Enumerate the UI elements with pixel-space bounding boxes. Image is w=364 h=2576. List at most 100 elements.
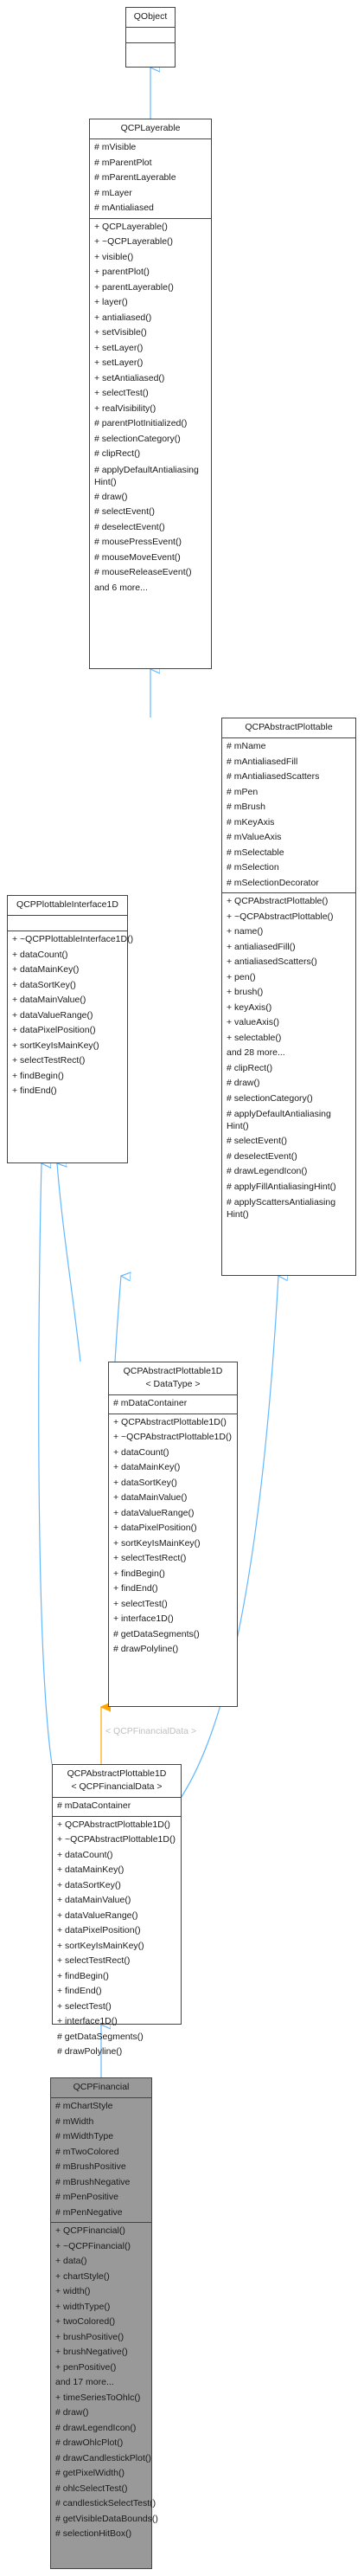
- method-row[interactable]: # drawPolyline(): [113, 1644, 179, 1654]
- attribute-row[interactable]: # mSelectable: [227, 847, 284, 858]
- method-row[interactable]: + QCPAbstractPlottable(): [227, 896, 329, 906]
- method-row[interactable]: + valueAxis(): [227, 1017, 279, 1027]
- attribute-row[interactable]: # mChartStyle: [55, 2101, 113, 2111]
- method-row[interactable]: + name(): [227, 926, 264, 937]
- method-row[interactable]: # ohlcSelectTest(): [55, 2483, 128, 2494]
- method-row[interactable]: + width(): [55, 2286, 91, 2296]
- method-row[interactable]: + dataMainValue(): [12, 995, 86, 1005]
- method-row[interactable]: # selectionHitBox(): [55, 2528, 132, 2539]
- method-row[interactable]: + sortKeyIsMainKey(): [57, 1940, 144, 1951]
- method-row[interactable]: # deselectEvent(): [94, 521, 165, 532]
- method-row[interactable]: and 17 more...: [55, 2377, 114, 2387]
- method-row[interactable]: + setAntialiased(): [94, 372, 165, 383]
- method-row[interactable]: + dataPixelPosition(): [12, 1025, 96, 1035]
- method-row[interactable]: + ~QCPLayerable(): [94, 236, 174, 247]
- method-row[interactable]: + findEnd(): [113, 1583, 158, 1594]
- method-row[interactable]: + pen(): [227, 971, 256, 982]
- method-row[interactable]: # selectEvent(): [227, 1136, 288, 1146]
- method-row[interactable]: # selectionCategory(): [94, 433, 181, 444]
- attribute-row[interactable]: # mValueAxis: [227, 832, 282, 842]
- method-row[interactable]: + setLayer(): [94, 342, 144, 353]
- attribute-row[interactable]: # mTwoColored: [55, 2146, 119, 2157]
- attribute-row[interactable]: # mParentLayerable: [94, 172, 176, 183]
- method-row[interactable]: + dataValueRange(): [113, 1507, 195, 1518]
- class-node-qcplayerable[interactable]: QCPLayerable # mVisible# mParentPlot# mP…: [89, 119, 212, 669]
- attribute-row[interactable]: # mAntialiased: [94, 203, 154, 213]
- attribute-row[interactable]: # mParentPlot: [94, 157, 152, 168]
- method-row[interactable]: + twoColored(): [55, 2316, 116, 2327]
- method-row[interactable]: + setVisible(): [94, 327, 147, 338]
- method-row[interactable]: + ~QCPAbstractPlottable(): [227, 911, 334, 922]
- method-row[interactable]: # draw(): [227, 1078, 260, 1088]
- attribute-row[interactable]: # mPen: [227, 786, 259, 797]
- attribute-row[interactable]: # mPenPositive: [55, 2192, 118, 2202]
- method-row[interactable]: + QCPAbstractPlottable1D(): [57, 1819, 170, 1830]
- method-row[interactable]: + brushNegative(): [55, 2347, 128, 2357]
- attribute-row[interactable]: # mKeyAxis: [227, 816, 275, 828]
- class-node-qcpfinancial[interactable]: QCPFinancial # mChartStyle# mWidth# mWid…: [50, 2077, 158, 2569]
- method-row[interactable]: + dataMainKey(): [12, 964, 80, 975]
- method-row[interactable]: + dataCount(): [57, 1849, 113, 1860]
- method-row[interactable]: # getDataSegments(): [57, 2031, 144, 2042]
- method-row[interactable]: # candlestickSelectTest(): [55, 2498, 156, 2508]
- method-row[interactable]: + dataMainKey(): [113, 1462, 181, 1472]
- method-row[interactable]: + timeSeriesToOhlc(): [55, 2392, 141, 2403]
- method-row[interactable]: + keyAxis(): [227, 1001, 272, 1013]
- method-row[interactable]: + dataPixelPosition(): [57, 1925, 141, 1935]
- method-row[interactable]: # clipRect(): [227, 1062, 273, 1073]
- method-row[interactable]: and 6 more...: [94, 582, 148, 593]
- attribute-row[interactable]: # mWidthType: [55, 2131, 114, 2141]
- method-row[interactable]: + selectTestRect(): [12, 1055, 86, 1066]
- method-row[interactable]: # selectionCategory(): [227, 1092, 313, 1104]
- method-row[interactable]: + layer(): [94, 297, 128, 307]
- method-row[interactable]: # drawOhlcPlot(): [55, 2438, 124, 2448]
- method-row[interactable]: + selectable(): [227, 1032, 282, 1043]
- method-row[interactable]: + brushPositive(): [55, 2331, 125, 2342]
- method-row[interactable]: + widthType(): [55, 2301, 111, 2312]
- method-row[interactable]: + findBegin(): [113, 1568, 165, 1579]
- method-row[interactable]: + findBegin(): [12, 1070, 64, 1081]
- method-row[interactable]: + sortKeyIsMainKey(): [12, 1040, 99, 1051]
- method-row[interactable]: + selectTest(): [113, 1598, 168, 1609]
- method-row[interactable]: + dataCount(): [12, 949, 68, 960]
- attribute-row[interactable]: # mVisible: [94, 142, 137, 152]
- method-row[interactable]: + dataSortKey(): [57, 1879, 121, 1890]
- method-row[interactable]: # draw(): [55, 2407, 89, 2418]
- method-row[interactable]: + antialiasedFill(): [227, 941, 296, 952]
- method-row[interactable]: + selectTest(): [94, 388, 149, 398]
- method-row[interactable]: + antialiasedScatters(): [227, 956, 317, 967]
- method-row[interactable]: + interface1D(): [113, 1613, 174, 1624]
- attribute-row[interactable]: # mAntialiasedFill: [227, 756, 298, 767]
- method-row[interactable]: + ~QCPAbstractPlottable1D(): [57, 1834, 176, 1845]
- method-row[interactable]: + QCPLayerable(): [94, 221, 168, 232]
- attribute-row[interactable]: # mName: [227, 741, 266, 751]
- method-row[interactable]: + dataValueRange(): [57, 1909, 138, 1921]
- method-row[interactable]: + QCPFinancial(): [55, 2225, 125, 2236]
- method-row[interactable]: + dataSortKey(): [113, 1477, 177, 1488]
- method-row[interactable]: # getVisibleDataBounds(): [55, 2513, 158, 2524]
- method-row[interactable]: + penPositive(): [55, 2361, 117, 2373]
- method-row[interactable]: + findEnd(): [12, 1085, 57, 1096]
- attribute-row[interactable]: # mBrushNegative: [55, 2176, 131, 2187]
- method-row[interactable]: # parentPlotInitialized(): [94, 418, 188, 428]
- method-row[interactable]: + sortKeyIsMainKey(): [113, 1537, 201, 1549]
- method-row[interactable]: # applyFillAntialiasingHint(): [227, 1181, 336, 1192]
- class-node-qcpabstractplottable1d-financialdata[interactable]: QCPAbstractPlottable1D < QCPFinancialDat…: [52, 1764, 182, 2057]
- method-row[interactable]: # clipRect(): [94, 448, 141, 459]
- attribute-row[interactable]: # mDataContainer: [113, 1398, 188, 1408]
- method-row[interactable]: + ~QCPAbstractPlottable1D(): [113, 1432, 232, 1442]
- attribute-row[interactable]: # mDataContainer: [57, 1800, 131, 1811]
- method-row[interactable]: # getPixelWidth(): [55, 2468, 125, 2478]
- attribute-row[interactable]: # mAntialiasedScatters: [227, 771, 320, 782]
- method-row[interactable]: + dataSortKey(): [12, 979, 76, 990]
- method-row[interactable]: + interface1D(): [57, 2016, 118, 2026]
- method-row[interactable]: # draw(): [94, 491, 128, 502]
- attribute-row[interactable]: # mBrushPositive: [55, 2161, 126, 2172]
- method-row[interactable]: + findBegin(): [57, 1970, 109, 1981]
- method-row[interactable]: + QCPAbstractPlottable1D(): [113, 1416, 227, 1427]
- method-row[interactable]: + dataMainValue(): [57, 1895, 131, 1905]
- attribute-row[interactable]: # mSelection: [227, 862, 279, 873]
- method-row[interactable]: + brush(): [227, 987, 264, 997]
- class-node-qcpabstractplottable[interactable]: QCPAbstractPlottable # mName# mAntialias…: [221, 718, 356, 1276]
- attribute-row[interactable]: # mBrush: [227, 802, 265, 812]
